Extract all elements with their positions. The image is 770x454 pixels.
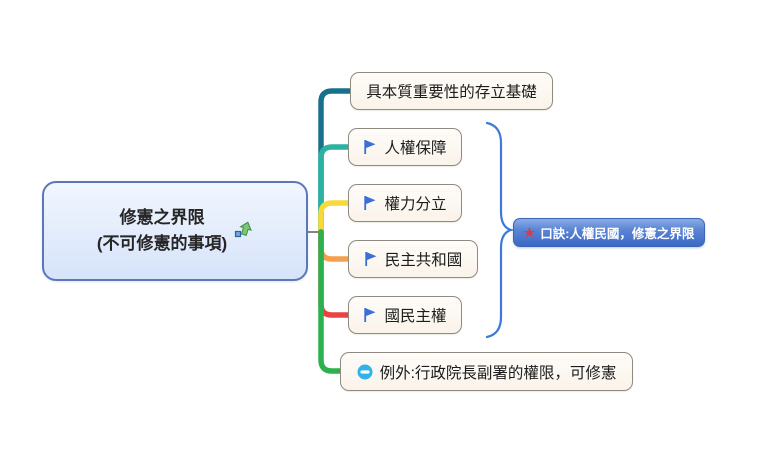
topic-human-rights[interactable]: 人權保障 bbox=[348, 128, 462, 166]
branch-line-teal bbox=[318, 144, 351, 235]
flag-icon bbox=[363, 307, 377, 323]
branch-line-orange bbox=[318, 229, 351, 262]
jump-to-topic-icon[interactable] bbox=[234, 219, 253, 243]
callout-label: 口訣:人權民國，修憲之界限 bbox=[540, 227, 695, 241]
flag-icon bbox=[363, 195, 377, 211]
flag-icon bbox=[364, 251, 378, 267]
topic-label: 民主共和國 bbox=[384, 252, 463, 269]
minus-icon bbox=[357, 364, 373, 380]
flag-icon bbox=[363, 139, 377, 155]
topic-separation-of-powers[interactable]: 權力分立 bbox=[348, 184, 462, 222]
root-topic[interactable]: 修憲之界限 (不可修憲的事項) bbox=[42, 181, 308, 281]
summary-callout[interactable]: ★ 口訣:人權民國，修憲之界限 bbox=[513, 218, 705, 247]
branch-line-dark-teal bbox=[318, 88, 353, 235]
branch-line-red bbox=[318, 229, 351, 318]
topic-label: 國民主權 bbox=[384, 308, 447, 325]
branch-line-yellow bbox=[318, 200, 351, 235]
star-icon: ★ bbox=[523, 225, 536, 240]
root-topic-title: 修憲之界限 (不可修憲的事項) bbox=[96, 207, 228, 253]
branch-line-green bbox=[318, 229, 343, 374]
topic-label: 權力分立 bbox=[384, 196, 447, 213]
topic-essential-basis[interactable]: 具本質重要性的存立基礎 bbox=[350, 72, 553, 110]
topic-label: 人權保障 bbox=[384, 140, 447, 157]
topic-label: 例外:行政院長副署的權限，可修憲 bbox=[379, 364, 617, 382]
grouping-brace bbox=[485, 121, 515, 339]
topic-popular-sovereignty[interactable]: 國民主權 bbox=[348, 296, 462, 334]
topic-exception-countersign[interactable]: 例外:行政院長副署的權限，可修憲 bbox=[340, 352, 633, 391]
topic-label: 具本質重要性的存立基礎 bbox=[366, 84, 537, 101]
topic-democratic-republic[interactable]: 民主共和國 bbox=[348, 240, 478, 278]
